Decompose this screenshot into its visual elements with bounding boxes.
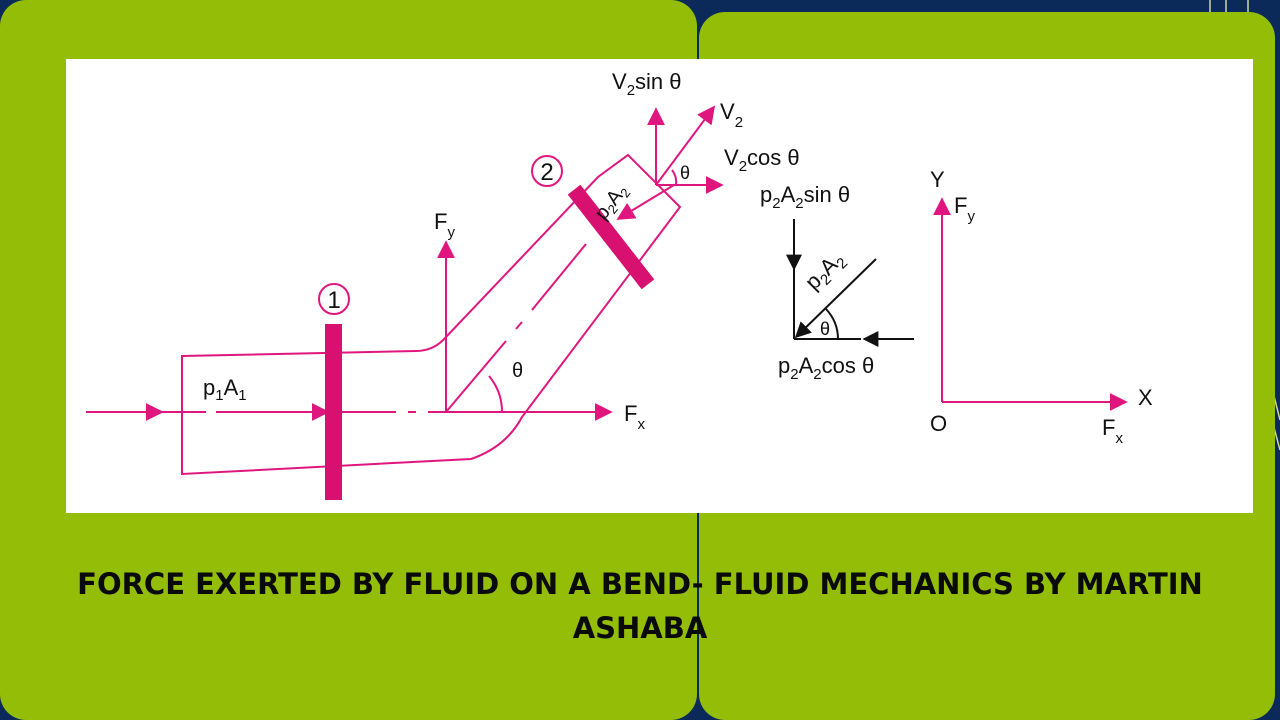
p2a2-cos-label: p2A2cos θ [778,353,874,383]
flange-2 [567,184,655,290]
section-marker-2: 2 [531,155,563,187]
bend-force-diagram: 1 2 p1A1 [66,59,1253,513]
p2a2-sin-label: p2A2sin θ [760,182,850,212]
fx-label: Fx [624,401,645,433]
svg-text:2: 2 [540,159,553,186]
pipe-centerline [86,240,613,421]
fy-label: Fy [434,209,455,241]
v2-angle-label: θ [680,163,690,183]
bend-angle-arc [488,375,504,413]
v2-cos-label: V2cos θ [724,145,800,175]
v2-label: V2 [720,99,743,131]
component-angle-label: θ [820,319,830,339]
outlet-velocity-vectors [616,105,724,220]
flange-1 [325,324,342,500]
svg-text:1: 1 [327,287,340,314]
force-axes [933,197,1128,411]
section-marker-1: 1 [318,283,350,315]
axis-fx-label: Fx [1102,415,1123,447]
bend-angle-label: θ [512,360,523,382]
slide-caption: FORCE EXERTED BY FLUID ON A BEND- FLUID … [77,567,1203,645]
axis-fy-label: Fy [954,193,975,225]
inlet-force-label: p1A1 [203,375,247,404]
diagram-svg: 1 2 p1A1 [86,69,1153,500]
axis-x-label: X [1138,385,1153,410]
axis-origin-label: O [930,411,947,436]
v2-sin-label: V2sin θ [612,69,682,99]
p2a2-component-diagram [786,219,914,347]
axis-y-label: Y [930,167,945,192]
pipe-bend-outline [181,153,682,476]
